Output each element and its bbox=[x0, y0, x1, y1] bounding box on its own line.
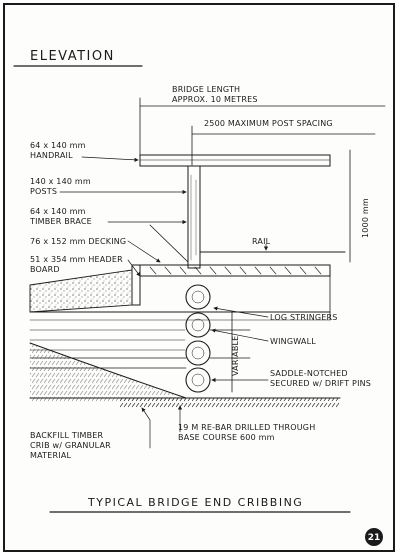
label-saddle-1: SADDLE-NOTCHED bbox=[270, 369, 348, 378]
timber-brace bbox=[149, 224, 189, 263]
log-stack bbox=[185, 284, 211, 393]
label-backfill-1: BACKFILL TIMBER bbox=[30, 431, 104, 440]
decking-hatch bbox=[149, 266, 322, 275]
label-handrail-2: HANDRAIL bbox=[30, 151, 73, 160]
leader-decking bbox=[127, 240, 161, 263]
leader-wingwall bbox=[211, 328, 269, 342]
label-bridge-length-1: BRIDGE LENGTH bbox=[172, 85, 240, 94]
label-height-dim: 1000 mm bbox=[361, 198, 370, 238]
leader-handrail bbox=[81, 156, 139, 162]
post-grain bbox=[190, 174, 197, 261]
label-backfill-2: CRIB w/ GRANULAR bbox=[30, 441, 111, 450]
page-number-badge bbox=[365, 528, 383, 546]
label-posts-2: POSTS bbox=[30, 187, 57, 196]
label-brace-1: 64 x 140 mm bbox=[30, 207, 86, 216]
label-rebar-2: BASE COURSE 600 mm bbox=[178, 433, 275, 442]
label-wingwall: WINGWALL bbox=[270, 337, 316, 346]
crib-members bbox=[29, 329, 251, 369]
decking bbox=[139, 264, 331, 277]
heading: ELEVATION bbox=[30, 49, 115, 64]
label-rebar-1: 19 M RE-BAR DRILLED THROUGH bbox=[178, 423, 315, 432]
label-handrail-1: 64 x 140 mm bbox=[30, 141, 86, 150]
page-number: 21 bbox=[368, 533, 381, 543]
label-brace-2: TIMBER BRACE bbox=[29, 217, 92, 226]
log-4 bbox=[185, 367, 211, 393]
ground-hatch bbox=[120, 398, 340, 408]
crib-curve bbox=[29, 342, 187, 399]
leader-header bbox=[127, 259, 141, 277]
label-header-1: 51 x 354 mm HEADER bbox=[30, 255, 123, 264]
label-variable: VARIABLE bbox=[231, 336, 240, 376]
backfill-gravel bbox=[29, 269, 133, 313]
label-posts-1: 140 x 140 mm bbox=[30, 177, 91, 186]
label-saddle-2: SECURED w/ DRIFT PINS bbox=[270, 379, 371, 388]
label-post-spacing: 2500 MAXIMUM POST SPACING bbox=[204, 119, 333, 128]
leader-stringers bbox=[213, 306, 269, 318]
leader-backfill bbox=[141, 407, 151, 449]
label-stringers: LOG STRINGERS bbox=[270, 313, 338, 322]
label-rail: RAIL bbox=[252, 237, 271, 246]
log-3 bbox=[185, 340, 211, 366]
label-decking: 76 x 152 mm DECKING bbox=[30, 237, 126, 246]
label-bridge-length-2: APPROX. 10 METRES bbox=[172, 95, 258, 104]
caption: TYPICAL BRIDGE END CRIBBING bbox=[87, 496, 303, 509]
log-1 bbox=[185, 284, 211, 310]
log-2 bbox=[185, 312, 211, 338]
label-header-2: BOARD bbox=[30, 265, 60, 274]
handrail bbox=[139, 154, 331, 167]
label-backfill-3: MATERIAL bbox=[30, 451, 71, 460]
wingwall-lines bbox=[29, 319, 331, 351]
post bbox=[187, 165, 201, 269]
backfill-hatch bbox=[30, 343, 186, 402]
